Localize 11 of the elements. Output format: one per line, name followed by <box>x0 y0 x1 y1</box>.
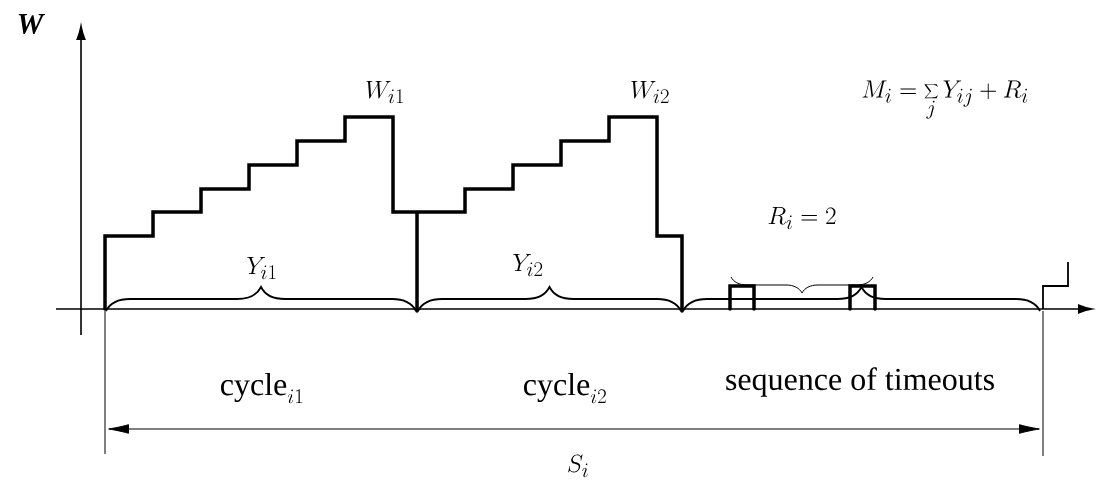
math-label: $W_{i2}$ <box>631 81 669 104</box>
math-label: $\mathrm{cycle}_{i2}$ <box>524 372 606 404</box>
math-label: $Y_{i1}$ <box>247 257 276 280</box>
math-label: $\mathrm{cycle}_{i1}$ <box>221 372 303 404</box>
brace-label: sequence of timeouts <box>726 367 994 397</box>
formula: $M_i = \sum_j Y_{ij} + R_i$ <box>862 80 1028 119</box>
axis-label: W <box>18 13 46 35</box>
math-label: $W_{i1}$ <box>366 81 403 104</box>
math-label: $S_i$ <box>568 454 588 478</box>
math-label: $R_i = 2$ <box>768 207 836 230</box>
math-label: $Y_{i2}$ <box>513 254 543 277</box>
